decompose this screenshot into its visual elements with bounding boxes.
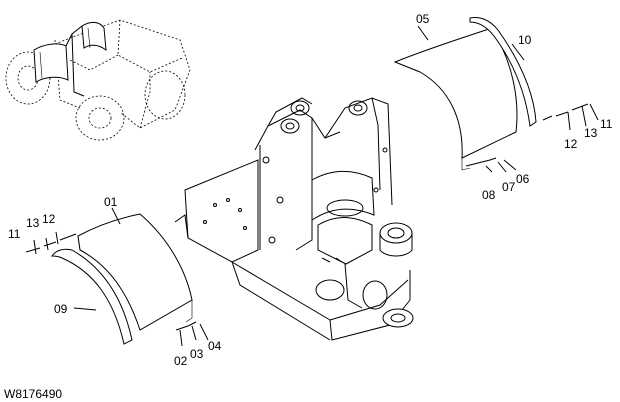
flap-09 <box>51 248 133 345</box>
front-frame-assembly <box>174 97 414 341</box>
fender-01 <box>77 213 193 331</box>
fender-05 <box>393 27 518 159</box>
part-label-11-right: 11 <box>600 117 613 131</box>
part-label-09: 09 <box>54 302 68 316</box>
part-label-13-left: 13 <box>26 216 40 230</box>
machine-overview-thumbnail <box>5 19 191 141</box>
left-fender-group <box>25 207 209 347</box>
part-label-11-left: 11 <box>8 227 21 241</box>
part-label-05: 05 <box>416 12 430 26</box>
flap-10 <box>469 17 537 127</box>
part-label-08: 08 <box>482 188 496 202</box>
part-label-02: 02 <box>174 354 188 368</box>
drawing-code: W8176490 <box>4 387 62 401</box>
part-label-06: 06 <box>516 172 530 186</box>
part-label-13-right: 13 <box>584 126 598 140</box>
part-label-04: 04 <box>208 339 222 353</box>
part-label-12-left: 12 <box>42 212 56 226</box>
right-fender-group <box>393 17 599 173</box>
part-label-10: 10 <box>518 33 532 47</box>
part-label-07: 07 <box>502 180 516 194</box>
part-label-12-right: 12 <box>564 137 578 151</box>
part-label-01: 01 <box>104 195 118 209</box>
part-label-03: 03 <box>190 347 204 361</box>
